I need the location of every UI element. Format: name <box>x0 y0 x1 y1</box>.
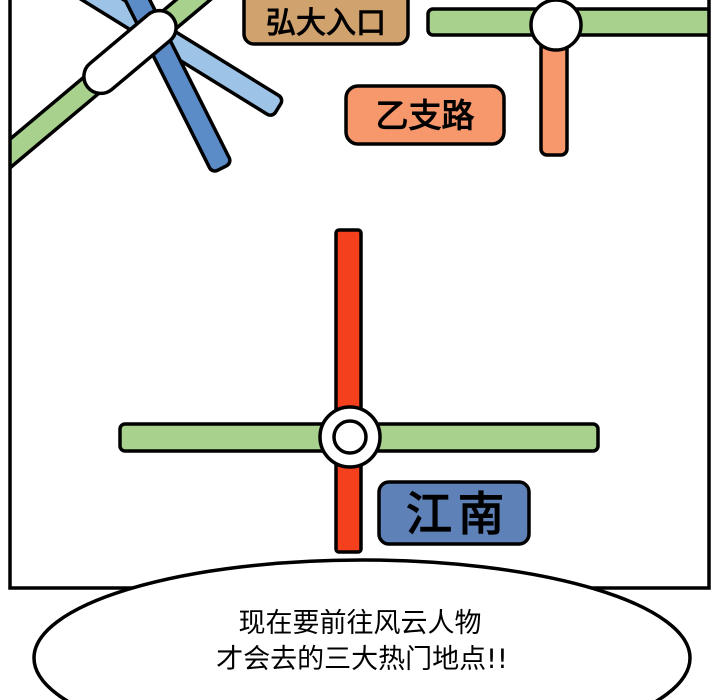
speech-bubble: 现在要前往风云人物 才会去的三大热门地点!! <box>32 558 692 700</box>
gangnam-label: 江南 <box>377 480 531 546</box>
station-capsule <box>82 8 178 96</box>
station-circle-top <box>529 0 583 52</box>
red-line <box>334 228 363 554</box>
euljiro-label-text: 乙支路 <box>376 96 476 135</box>
euljiro-label: 乙支路 <box>344 84 506 146</box>
hongdae-label-text: 弘大入口 <box>266 6 386 41</box>
hongdae-label: 弘大入口 <box>242 0 410 46</box>
euljiro-label-box <box>344 84 506 146</box>
gangnam-label-box <box>377 480 531 546</box>
speech-bubble-shape <box>32 558 692 700</box>
station-circle-center-inner <box>332 419 368 455</box>
speech-bubble-line-2: 才会去的三大热门地点!! <box>216 644 508 675</box>
hongdae-label-box <box>242 0 410 46</box>
speech-bubble-line-1: 现在要前往风云人物 <box>239 608 482 639</box>
gangnam-label-text: 江南 <box>406 487 510 541</box>
